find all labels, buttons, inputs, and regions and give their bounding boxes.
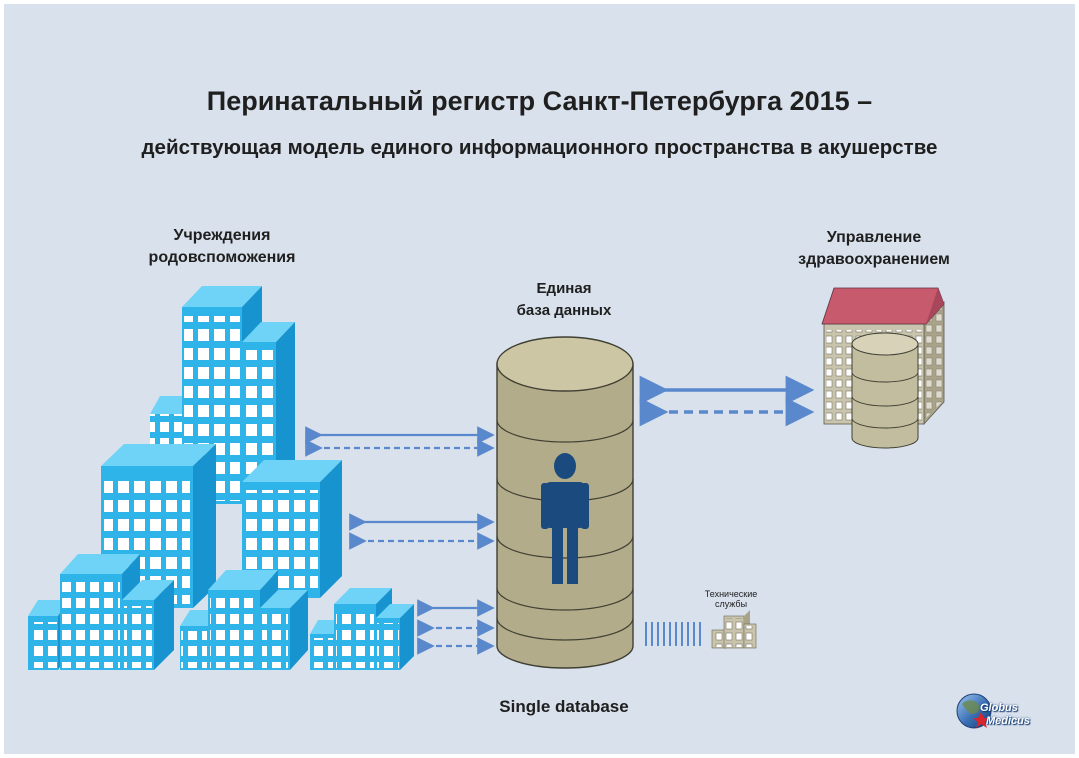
building [122,580,174,670]
building [376,604,414,670]
diagram-art [28,286,992,729]
slide: Перинатальный регистр Санкт-Петербурга 2… [4,4,1075,754]
arrows-institutions-db [305,426,495,655]
technical-link-bars [645,622,701,646]
label-database: Единая база данных [516,280,612,319]
label-single-database: Single database [499,697,629,716]
label-technical: Технические службы [704,589,758,609]
logo-text-globus: Globus [980,702,1018,714]
database-cylinder [496,336,634,669]
logo [956,693,992,729]
institutions-buildings [28,286,414,670]
person-icon [541,453,589,584]
arrows-db-management [639,375,815,427]
management-building [821,287,945,449]
label-management: Управление здравоохранением [798,229,950,268]
building [208,570,278,670]
label-institutions: Учреждения родовспоможения [148,227,296,266]
building [260,590,308,670]
slide-subtitle: действующая модель единого информационно… [141,136,938,159]
technical-buildings [711,610,757,649]
building [28,600,68,670]
slide-title: Перинатальный регистр Санкт-Петербурга 2… [206,86,873,116]
logo-text-medicus: Medicus [986,715,1031,727]
